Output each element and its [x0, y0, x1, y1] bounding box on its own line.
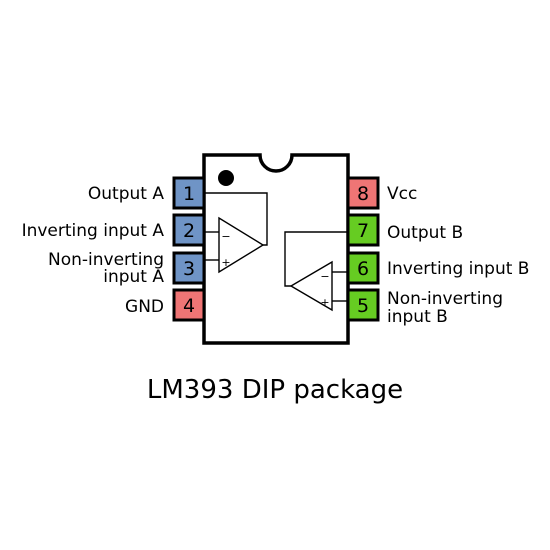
comparator-b-triangle [289, 260, 333, 312]
pin-3-label-line1: Non-inverting [48, 250, 164, 270]
comparator-b: − + [284, 231, 348, 312]
pin-2-box [172, 213, 206, 247]
comparator-a-minus-sign: − [221, 230, 230, 243]
pin-1-number: 1 [183, 183, 195, 205]
comparator-a: − + [204, 192, 268, 274]
pin-7-box [346, 213, 380, 247]
comparator-b-minus-sign: − [320, 270, 329, 283]
comparator-a-output-wire [204, 192, 268, 246]
pin-3-label-line2: input A [103, 267, 164, 287]
pin-4-label: GND [125, 297, 164, 317]
comparator-b-output-wire [284, 231, 348, 287]
pin-8-number: 8 [357, 183, 369, 205]
pin-4-box [172, 288, 206, 322]
pin-8-label: Vcc [387, 184, 417, 204]
pin-5-label-line1: Non-inverting [387, 289, 503, 309]
pin-7-label: Output B [387, 223, 463, 243]
pin-5-label-line2: input B [387, 307, 448, 327]
pin-6-box [346, 251, 380, 285]
pin-3-number: 3 [183, 258, 195, 280]
comparator-a-triangle [218, 216, 265, 274]
pin-2-number: 2 [183, 220, 195, 242]
pin-7-number: 7 [357, 220, 369, 242]
comparator-b-plus-sign: + [320, 296, 329, 309]
pin-6-label: Inverting input B [387, 259, 529, 279]
pin-5-box [346, 288, 380, 322]
pin-6-number: 6 [357, 258, 369, 280]
comparator-a-plus-sign: + [221, 256, 230, 269]
pin-2-label: Inverting input A [22, 221, 165, 241]
pin-4-number: 4 [183, 295, 195, 317]
diagram-title: LM393 DIP package [147, 375, 403, 405]
pin-8-box [346, 176, 380, 210]
pin1-indicator-dot [218, 170, 234, 186]
pin-5-number: 5 [357, 295, 369, 317]
pin-1-label: Output A [88, 184, 164, 204]
pin-3-box [172, 251, 206, 285]
ic-body [202, 153, 350, 345]
